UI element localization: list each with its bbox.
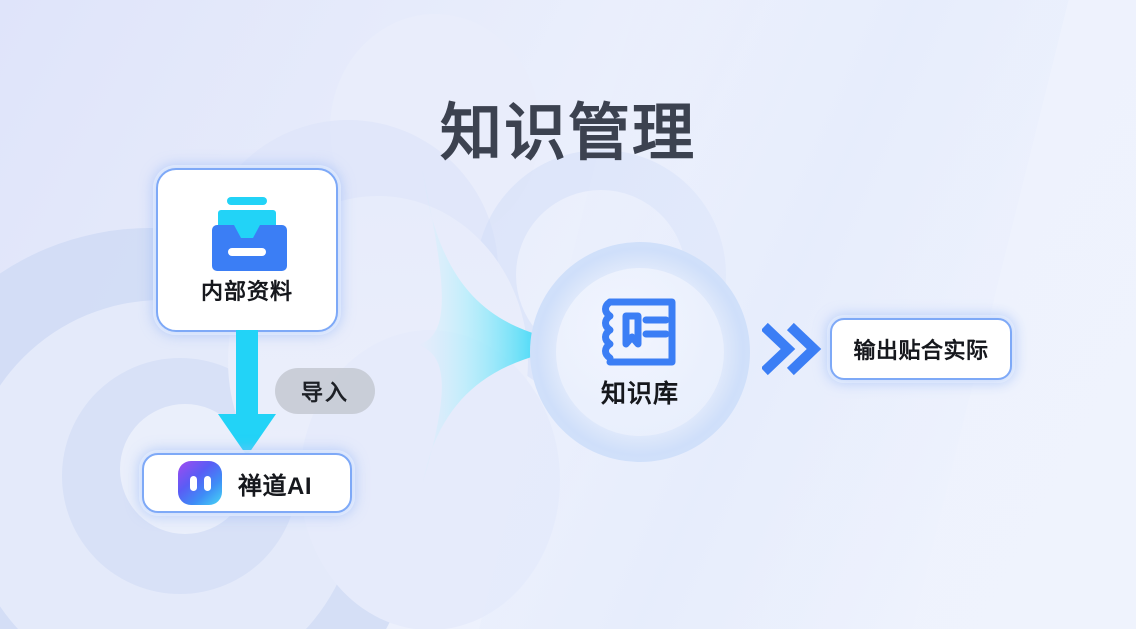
ai-logo-eye-left xyxy=(189,475,197,491)
curved-arrow-icon xyxy=(418,168,580,486)
node-zentao-ai[interactable]: 禅道AI xyxy=(142,453,352,513)
node-internal-materials-label: 内部资料 xyxy=(200,279,293,304)
node-knowledge-base[interactable]: 知识库 xyxy=(530,242,750,462)
inbox-archive-icon xyxy=(212,197,287,271)
double-chevron-right-icon xyxy=(762,322,822,376)
import-arrow-icon xyxy=(218,330,276,456)
ai-logo-eye-right xyxy=(203,475,211,491)
import-badge-label: 导入 xyxy=(300,380,349,405)
zentao-ai-logo-icon xyxy=(178,461,222,505)
node-zentao-ai-label: 禅道AI xyxy=(238,472,312,500)
page-title: 知识管理 xyxy=(439,99,696,168)
node-internal-materials[interactable]: 内部资料 xyxy=(156,168,338,332)
node-output[interactable]: 输出贴合实际 xyxy=(830,318,1012,380)
node-knowledge-base-label: 知识库 xyxy=(600,380,679,408)
node-output-label: 输出贴合实际 xyxy=(853,338,989,363)
knowledge-base-inner-disc xyxy=(556,268,724,436)
book-library-icon xyxy=(602,298,676,366)
import-badge: 导入 xyxy=(275,368,375,414)
